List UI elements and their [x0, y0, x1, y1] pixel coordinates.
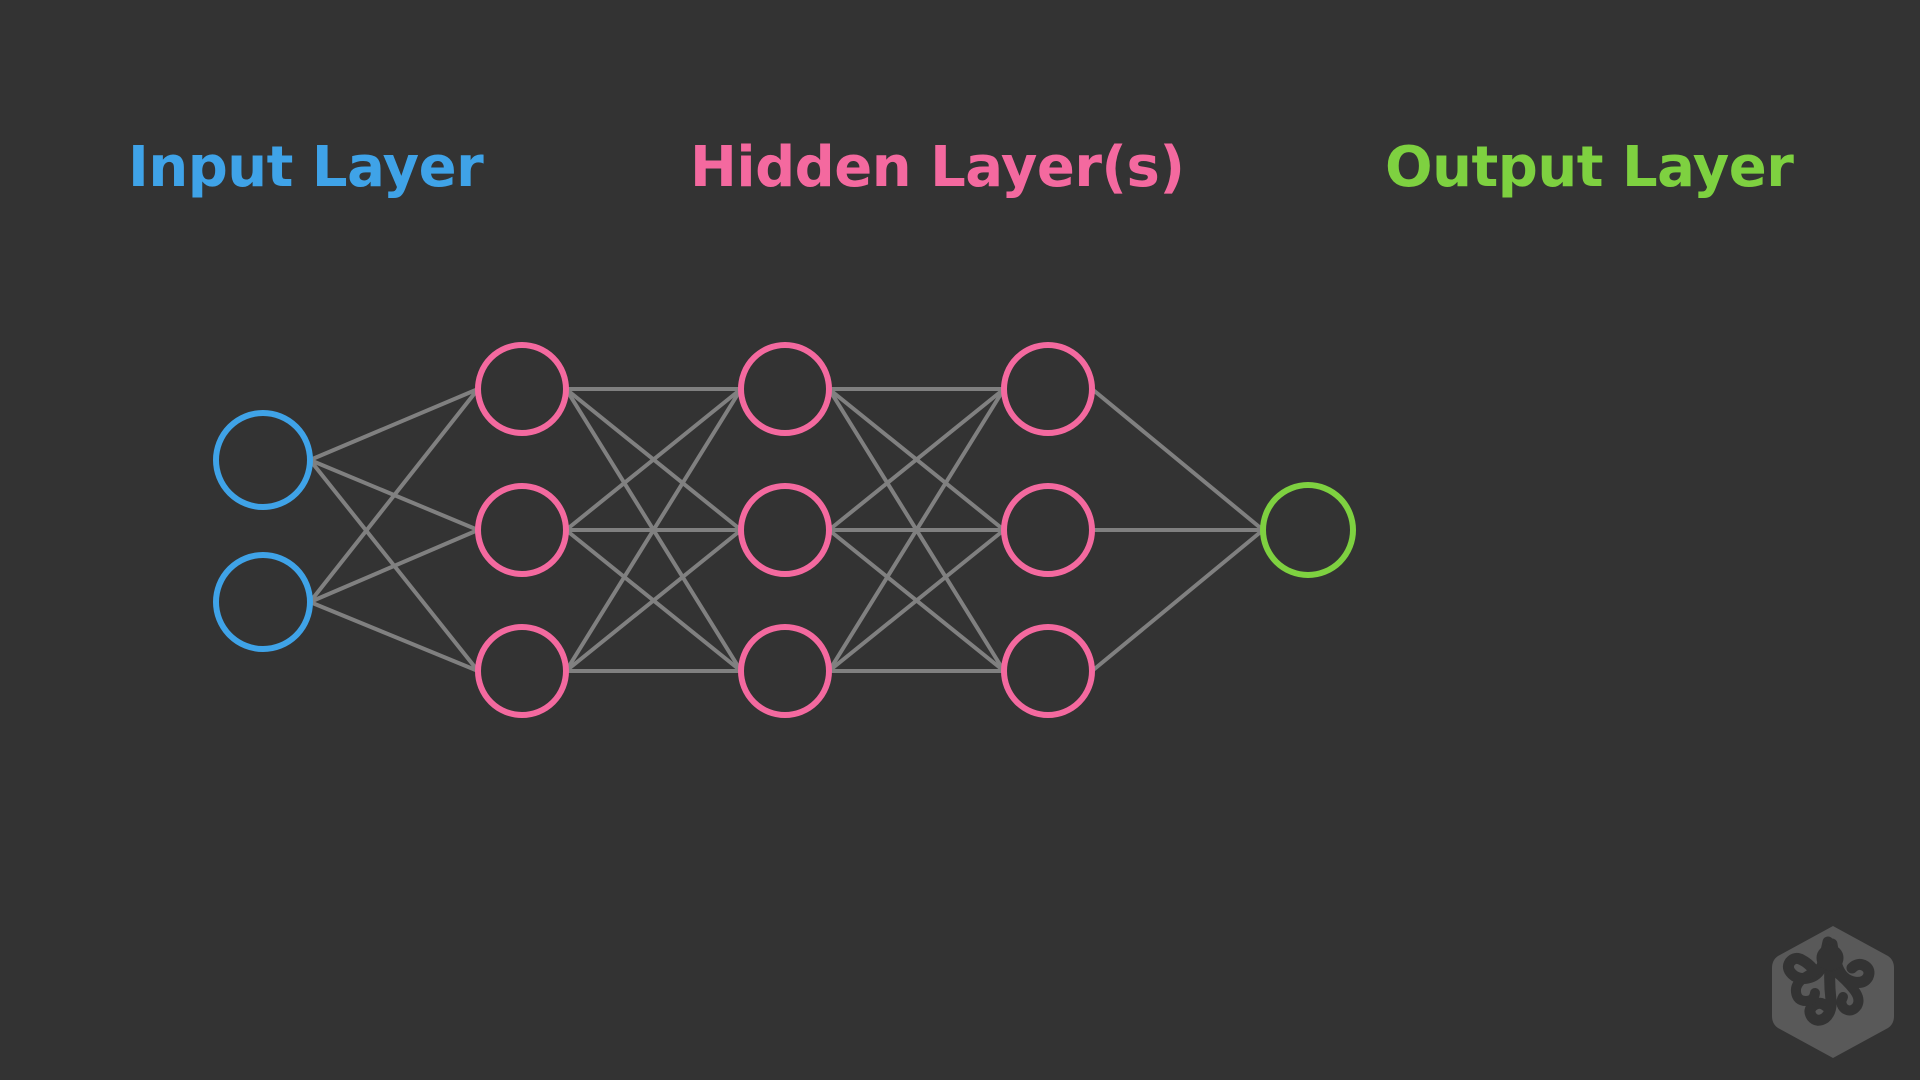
- connection-edge: [827, 387, 1006, 532]
- hidden-node: [475, 624, 569, 718]
- connection-edge: [308, 387, 480, 604]
- output-node: [1260, 482, 1356, 578]
- input-node: [213, 410, 313, 510]
- connection-edge: [308, 600, 480, 673]
- connection-edge: [308, 528, 480, 604]
- hidden-node: [475, 483, 569, 577]
- hidden-node: [738, 624, 832, 718]
- hidden-node: [1001, 624, 1095, 718]
- connection-edge: [1090, 387, 1265, 532]
- connection-edge: [827, 387, 1006, 673]
- connection-edge: [827, 528, 1006, 673]
- hidden-node: [1001, 483, 1095, 577]
- hidden-node: [738, 342, 832, 436]
- hidden-node: [475, 342, 569, 436]
- hidden-node: [1001, 342, 1095, 436]
- connection-edge: [564, 387, 743, 673]
- input-node: [213, 552, 313, 652]
- connection-edge: [564, 387, 743, 532]
- connection-edge: [308, 387, 480, 462]
- connection-edge: [564, 528, 743, 673]
- connection-edge: [1090, 528, 1265, 673]
- edges-group: [308, 387, 1265, 673]
- hidden-node: [738, 483, 832, 577]
- nodes-group: [213, 342, 1356, 718]
